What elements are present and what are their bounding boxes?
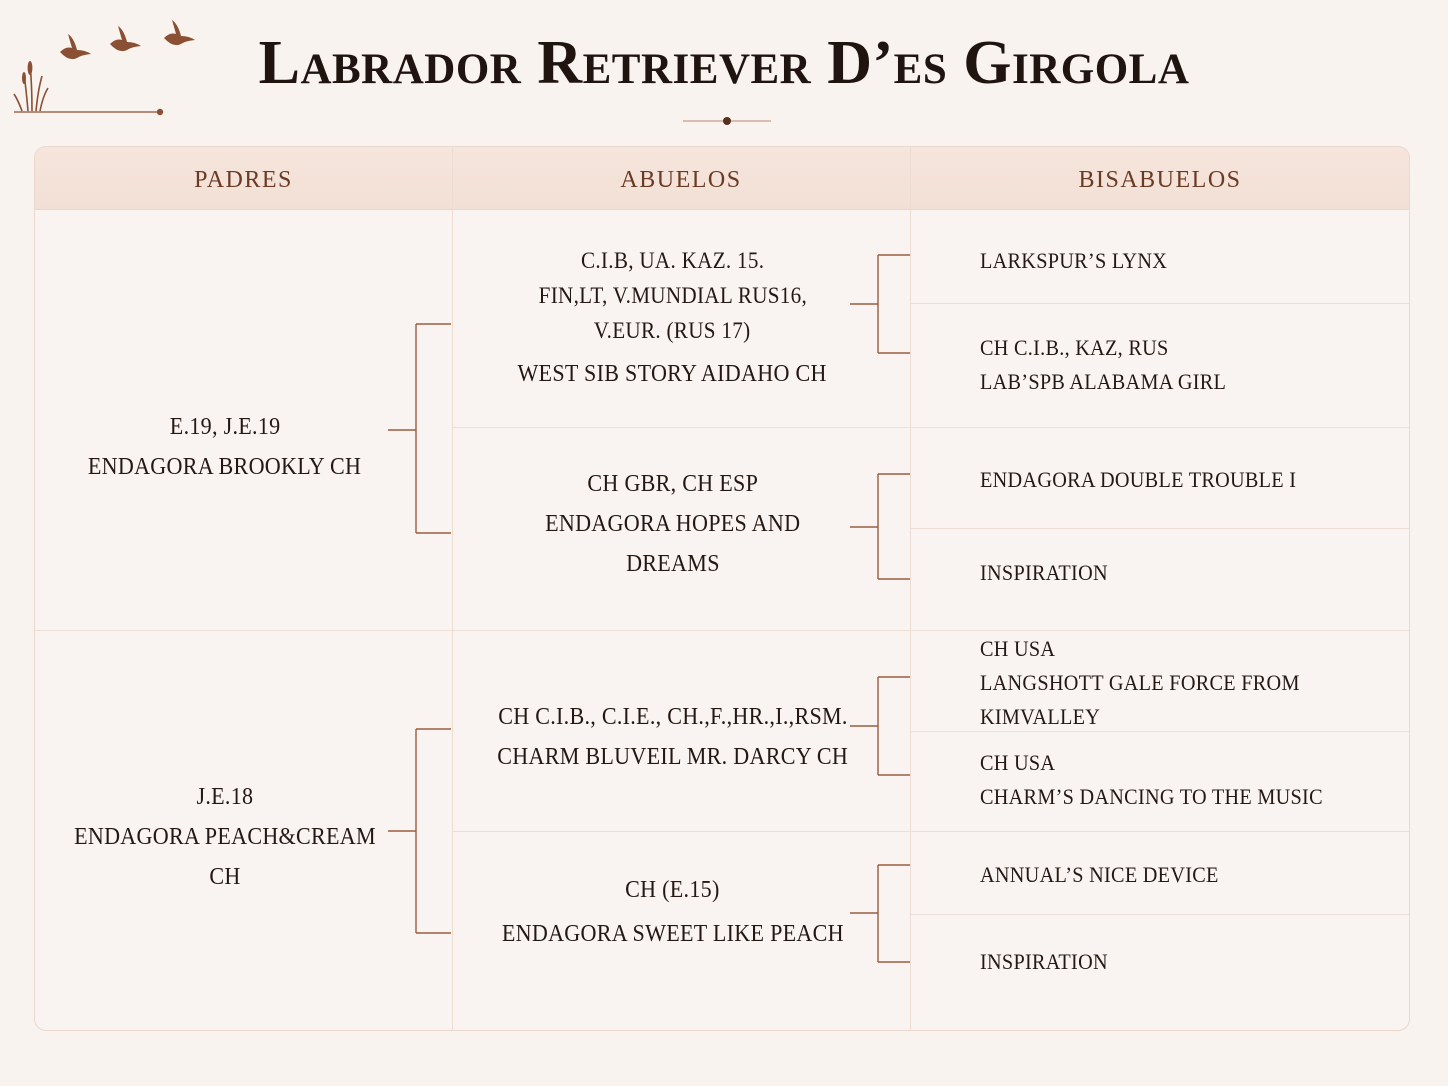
row-divider — [452, 831, 1409, 832]
abuelo-titles: C.I.B, UA. KAZ. 15. — [580, 247, 765, 273]
padre-titles: J.E.18 — [196, 784, 254, 810]
header-abuelos: ABUELOS — [620, 167, 742, 193]
bisabuelo-name: INSPIRATION — [980, 949, 1108, 974]
abuelo-titles: CH GBR, CH ESP — [587, 471, 758, 497]
bisabuelo-name: ENDAGORA DOUBLE TROUBLE I — [980, 467, 1297, 492]
bisabuelo-3: ENDAGORA DOUBLE TROUBLE I — [980, 462, 1400, 498]
bisabuelo-titles: CH USA — [980, 636, 1056, 661]
header-bisabuelos: BISABUELOS — [1078, 167, 1242, 193]
page-title: Labrador Retriever D’es Girgola — [258, 29, 1190, 97]
bisabuelo-2: CH C.I.B., KAZ, RUS LAB’SPB ALABAMA GIRL — [980, 329, 1400, 401]
abuelo-4: CH (E.15) ENDAGORA SWEET LIKE PEACH — [465, 862, 880, 962]
abuelo-titles: V.EUR. (RUS 17) — [594, 317, 751, 343]
padre-titles: E.19, J.E.19 — [169, 414, 281, 440]
abuelo-3: CH C.I.B., C.I.E., CH.,F.,HR.,I.,RSM. CH… — [465, 692, 880, 782]
bisabuelo-7: ANNUAL’S NICE DEVICE — [980, 857, 1400, 893]
bisabuelo-name: LARKSPUR’S LYNX — [980, 248, 1168, 273]
bisabuelo-titles: CH USA — [980, 750, 1056, 775]
column-divider — [452, 147, 453, 1030]
abuelo-name: ENDAGORA SWEET LIKE PEACH — [501, 921, 844, 947]
row-divider — [910, 914, 1409, 915]
row-divider — [452, 427, 1409, 428]
flying-ducks-illustration — [13, 20, 195, 116]
bisabuelo-name: ANNUAL’S NICE DEVICE — [980, 862, 1219, 887]
bisabuelo-titles: CH C.I.B., KAZ, RUS — [980, 335, 1169, 360]
padre-2: J.E.18 ENDAGORA PEACH&CREAM CH — [55, 777, 395, 897]
abuelo-1: C.I.B, UA. KAZ. 15. FIN,LT, V.MUNDIAL RU… — [475, 233, 870, 403]
padre-1: E.19, J.E.19 ENDAGORA BROOKLY CH — [55, 387, 395, 507]
abuelo-titles: CH (E.15) — [625, 877, 720, 903]
bisabuelo-1: LARKSPUR’S LYNX — [980, 243, 1400, 279]
row-divider — [910, 528, 1409, 529]
abuelo-name: CHARM BLUVEIL MR. DARCY CH — [497, 744, 848, 770]
bisabuelo-4: INSPIRATION — [980, 555, 1400, 591]
abuelo-name: ENDAGORA HOPES AND — [544, 511, 801, 537]
bisabuelo-name: LAB’SPB ALABAMA GIRL — [980, 369, 1227, 394]
abuelo-2: CH GBR, CH ESP ENDAGORA HOPES AND DREAMS — [475, 463, 870, 585]
bisabuelo-name: INSPIRATION — [980, 560, 1108, 585]
abuelo-titles: CH C.I.B., C.I.E., CH.,F.,HR.,I.,RSM. — [497, 704, 848, 730]
abuelo-titles: FIN,LT, V.MUNDIAL RUS16, — [538, 282, 807, 308]
title-ornament — [683, 117, 771, 125]
padre-name: ENDAGORA PEACH&CREAM CH — [74, 824, 376, 890]
abuelo-name: WEST SIB STORY AIDAHO CH — [517, 360, 828, 387]
column-divider — [910, 147, 911, 1030]
row-divider — [35, 630, 1409, 631]
bisabuelo-6: CH USA CHARM’S DANCING TO THE MUSIC — [980, 746, 1400, 814]
abuelo-name: DREAMS — [625, 551, 720, 577]
row-divider — [910, 731, 1409, 732]
row-divider — [910, 303, 1409, 304]
pedigree-table: PADRES ABUELOS BISABUELOS E.19, J.E.19 E… — [34, 146, 1410, 1031]
padre-name: ENDAGORA BROOKLY CH — [88, 454, 362, 480]
bisabuelo-name: LANGSHOTT GALE FORCE FROM KIMVALLEY — [980, 670, 1300, 729]
bisabuelo-5: CH USA LANGSHOTT GALE FORCE FROM KIMVALL… — [980, 636, 1405, 729]
bisabuelo-name: CHARM’S DANCING TO THE MUSIC — [980, 784, 1323, 809]
table-header — [35, 147, 1409, 210]
header-padres: PADRES — [194, 167, 293, 193]
bisabuelo-8: INSPIRATION — [980, 944, 1400, 980]
